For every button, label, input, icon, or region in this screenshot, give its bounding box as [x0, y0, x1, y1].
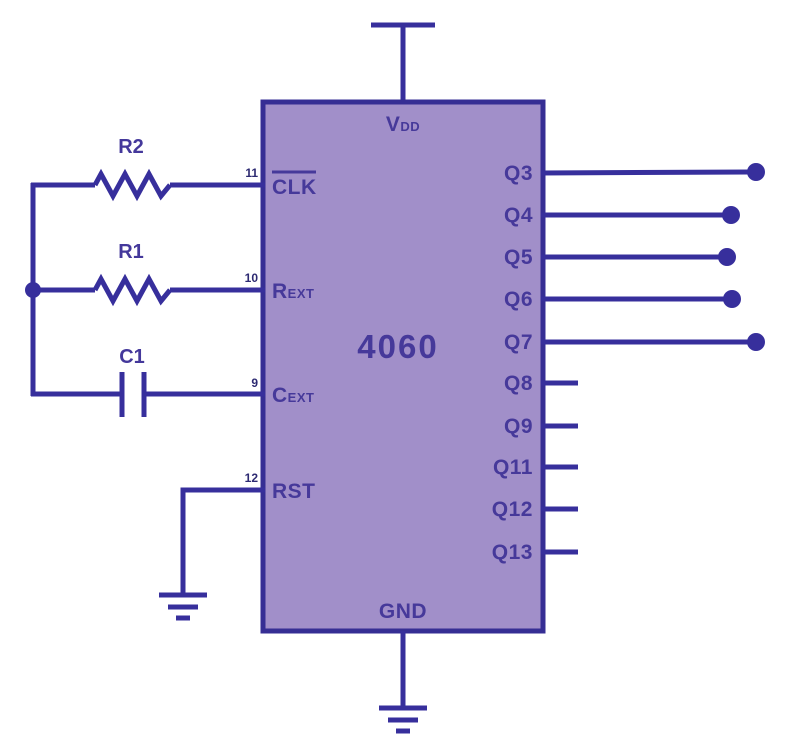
clk-pin-label-group: CLK [272, 170, 317, 199]
ic-chip-body [260, 99, 546, 634]
q3-pin-label: Q3 [504, 162, 533, 185]
output-q4: Q4 [504, 204, 740, 227]
q3-wire [540, 169, 751, 176]
output-q9: Q9 [504, 415, 578, 438]
clk-pin-label: CLK [272, 176, 317, 199]
vdd-power-symbol [371, 22, 435, 104]
vdd-pin-label: VDD [386, 113, 420, 136]
gnd-ground-symbol [379, 631, 427, 734]
terminal-dot-q3 [747, 163, 765, 181]
q9-pin-label: Q9 [504, 415, 533, 438]
output-q7: Q7 [504, 331, 765, 354]
q13-pin-label: Q13 [492, 541, 533, 564]
output-q5: Q5 [504, 246, 736, 269]
resistor-symbol-r1 [92, 273, 172, 307]
pin-number-10: 10 [245, 271, 259, 285]
q4-pin-label: Q4 [504, 204, 533, 227]
gnd-pin-label: GND [379, 600, 427, 623]
terminal-dot-q5 [718, 248, 736, 266]
rst-pin-label: RST [272, 480, 316, 503]
ground-symbol-reset [159, 592, 207, 621]
q5-pin-label: Q5 [504, 246, 533, 269]
pin-number-9: 9 [251, 376, 258, 390]
c1-branch: C1 9 [31, 346, 265, 417]
rext-pin-label-subscript: EXT [288, 286, 315, 301]
r2-branch: R2 11 [31, 136, 265, 202]
pin-number-11: 11 [245, 166, 258, 180]
capacitor-label-c1: C1 [119, 346, 145, 368]
rst-branch: 12 [159, 471, 265, 621]
r1-branch: R1 10 [33, 241, 265, 307]
output-q8: Q8 [504, 372, 578, 395]
output-q13: Q13 [492, 541, 578, 564]
rst-wire [180, 487, 265, 595]
output-q12: Q12 [492, 498, 578, 521]
cext-pin-label-base: C [272, 384, 288, 407]
vdd-pin-label-base: V [386, 113, 401, 136]
chip-part-number: 4060 [357, 328, 438, 365]
output-q6: Q6 [504, 288, 741, 311]
terminal-dot-q7 [747, 333, 765, 351]
vdd-pin-label-subscript: DD [400, 119, 420, 134]
cext-pin-label: CEXT [272, 384, 314, 407]
q12-pin-label: Q12 [492, 498, 533, 521]
terminal-dot-q4 [722, 206, 740, 224]
pin-number-12: 12 [245, 471, 259, 485]
resistor-label-r2: R2 [118, 136, 144, 158]
rext-pin-label: REXT [272, 280, 314, 303]
rext-pin-label-base: R [272, 280, 288, 303]
resistor-label-r1: R1 [118, 241, 144, 263]
terminal-dot-q6 [723, 290, 741, 308]
q6-pin-label: Q6 [504, 288, 533, 311]
q8-pin-label: Q8 [504, 372, 533, 395]
q11-pin-label: Q11 [493, 456, 533, 479]
q7-pin-label: Q7 [504, 331, 533, 354]
output-q3: Q3 [504, 162, 765, 185]
resistor-symbol-r2 [92, 168, 172, 202]
output-q11: Q11 [493, 456, 578, 479]
cext-pin-label-subscript: EXT [288, 390, 315, 405]
